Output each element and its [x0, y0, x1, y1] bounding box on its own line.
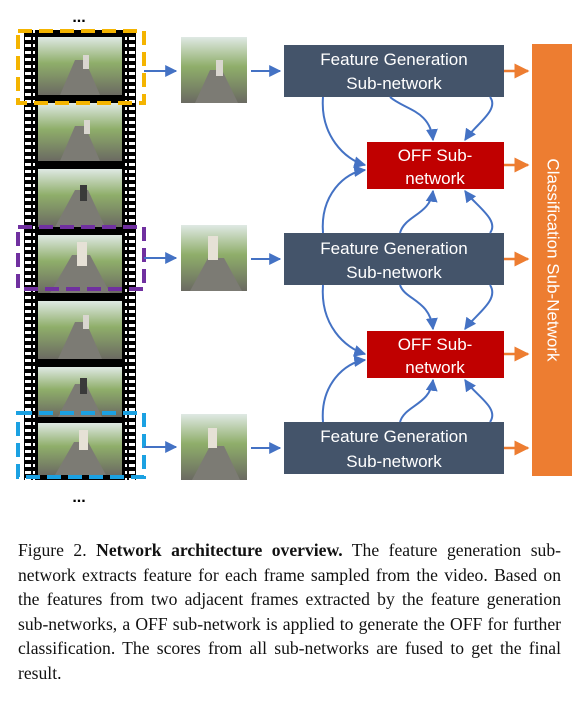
selection-box-yellow: [16, 29, 146, 105]
off-label: network: [405, 358, 465, 377]
off-label: network: [405, 169, 465, 188]
feature-generation-label: Sub-network: [346, 263, 442, 282]
caption-title: Network architecture overview.: [96, 540, 343, 560]
classification-box: Classification Sub-Network: [532, 44, 572, 476]
feature-generation-label: Feature Generation: [320, 239, 467, 258]
feature-generation-box-1: Feature Generation Sub-network: [284, 45, 504, 97]
feature-to-off-arrows: [321, 96, 494, 423]
film-frame: [38, 423, 122, 475]
film-frame: [38, 169, 122, 227]
ellipsis-top: ...: [72, 9, 85, 26]
off-box-1: OFF Sub- network: [367, 142, 504, 189]
film-frame: [38, 301, 122, 359]
feature-generation-box-2: Feature Generation Sub-network: [284, 233, 504, 285]
feature-generation-label: Sub-network: [346, 74, 442, 93]
to-classification-arrows: [504, 63, 530, 456]
architecture-diagram: ... ...: [16, 9, 572, 506]
caption-label: Figure 2.: [18, 540, 87, 560]
frame-thumbnail: [181, 414, 247, 480]
frame-thumbnail: [181, 37, 247, 103]
film-frame: [38, 235, 122, 293]
frame-thumbnail: [181, 225, 247, 291]
selection-box-cyan: [16, 411, 146, 479]
film-frame: [38, 103, 122, 161]
ellipsis-bottom: ...: [72, 489, 85, 506]
caption-text: The feature generation sub-network extra…: [18, 540, 561, 683]
feature-generation-label: Feature Generation: [320, 50, 467, 69]
film-frame: [38, 367, 122, 417]
off-box-2: OFF Sub- network: [367, 331, 504, 378]
feature-generation-label: Sub-network: [346, 452, 442, 471]
figure-caption: Figure 2. Network architecture overview.…: [18, 538, 561, 685]
feature-generation-box-3: Feature Generation Sub-network: [284, 422, 504, 474]
film-frame: [38, 37, 122, 95]
feature-generation-label: Feature Generation: [320, 427, 467, 446]
off-label: OFF Sub-: [398, 146, 473, 165]
off-label: OFF Sub-: [398, 335, 473, 354]
classification-label: Classification Sub-Network: [544, 158, 563, 362]
